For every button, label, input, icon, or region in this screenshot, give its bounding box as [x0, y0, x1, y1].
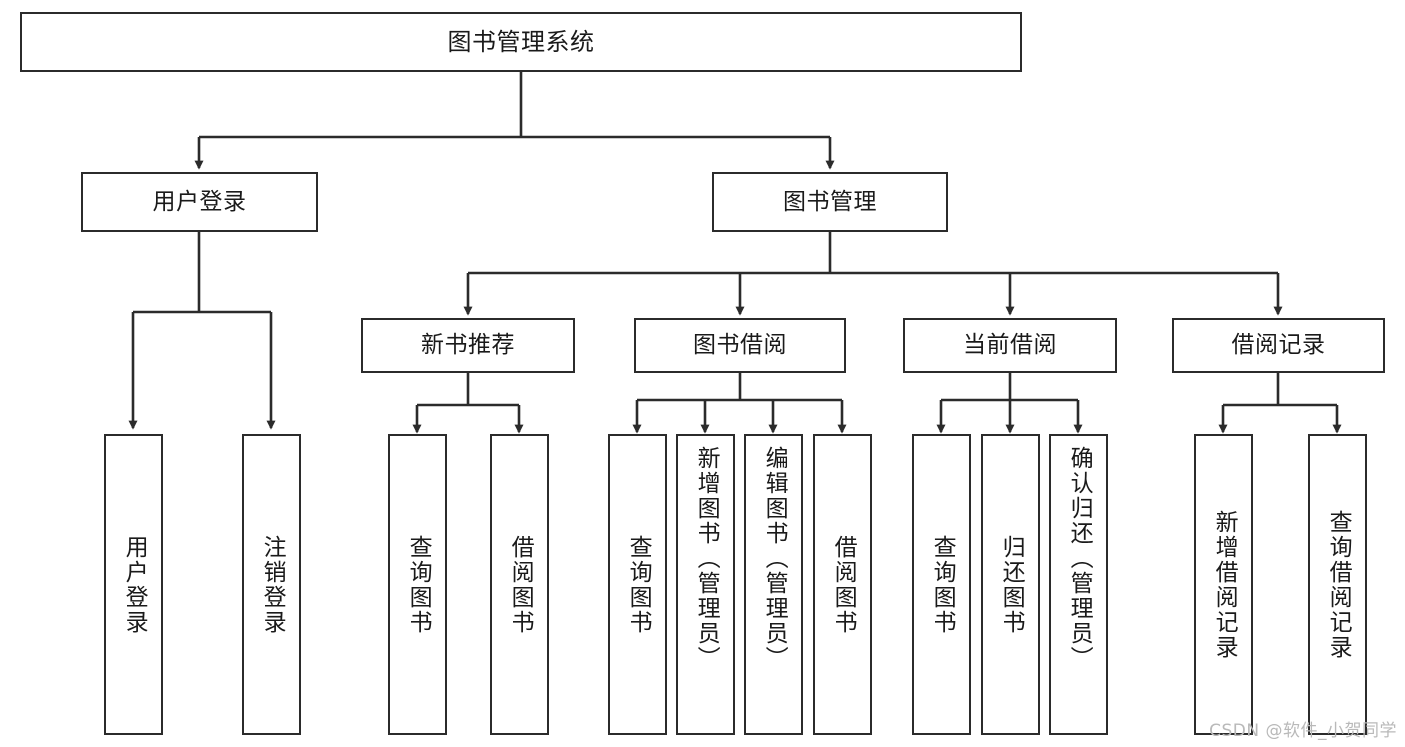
node-leaf-user-login[interactable]: 用户登录: [104, 434, 163, 735]
node-leaf-query-record[interactable]: 查询借阅记录: [1308, 434, 1367, 735]
node-label: 图书管理: [783, 188, 877, 215]
node-leaf-query-book-2[interactable]: 查询图书: [608, 434, 667, 735]
node-label: 查询图书: [625, 534, 652, 635]
csdn-watermark: CSDN @软件_小贺同学: [1209, 721, 1397, 741]
node-label: 新增图书（管理员）: [693, 446, 720, 671]
node-label: 用户登录: [121, 534, 148, 635]
node-user-login[interactable]: 用户登录: [81, 172, 318, 232]
node-leaf-add-record[interactable]: 新增借阅记录: [1194, 434, 1253, 735]
node-leaf-logout[interactable]: 注销登录: [242, 434, 301, 735]
node-label: 查询图书: [405, 534, 432, 635]
node-borrow-record[interactable]: 借阅记录: [1172, 318, 1385, 373]
node-leaf-edit-book[interactable]: 编辑图书（管理员）: [744, 434, 803, 735]
node-label: 查询图书: [929, 534, 956, 635]
node-current-borrow[interactable]: 当前借阅: [903, 318, 1117, 373]
node-root-system[interactable]: 图书管理系统: [20, 12, 1022, 72]
node-label: 借阅记录: [1231, 332, 1326, 359]
node-label: 图书管理系统: [447, 28, 595, 56]
node-label: 新书推荐: [421, 332, 515, 359]
node-new-book-recommend[interactable]: 新书推荐: [361, 318, 575, 373]
node-leaf-return-book[interactable]: 归还图书: [981, 434, 1040, 735]
node-leaf-query-book-1[interactable]: 查询图书: [388, 434, 447, 735]
node-book-management[interactable]: 图书管理: [712, 172, 948, 232]
node-label: 用户登录: [152, 188, 247, 215]
node-label: 图书借阅: [693, 332, 787, 359]
node-leaf-add-book[interactable]: 新增图书（管理员）: [676, 434, 735, 735]
node-label: 归还图书: [998, 534, 1025, 635]
node-label: 当前借阅: [963, 332, 1057, 359]
node-book-borrow[interactable]: 图书借阅: [634, 318, 846, 373]
node-label: 借阅图书: [830, 534, 857, 635]
node-leaf-query-book-3[interactable]: 查询图书: [912, 434, 971, 735]
node-label: 新增借阅记录: [1211, 509, 1238, 660]
node-label: 借阅图书: [507, 534, 534, 635]
node-label: 注销登录: [259, 534, 286, 635]
node-label: 编辑图书（管理员）: [761, 446, 788, 671]
node-label: 确认归还（管理员）: [1066, 446, 1093, 671]
node-leaf-confirm-return[interactable]: 确认归还（管理员）: [1049, 434, 1108, 735]
node-label: 查询借阅记录: [1325, 509, 1352, 660]
node-leaf-borrow-book-2[interactable]: 借阅图书: [813, 434, 872, 735]
node-leaf-borrow-book-1[interactable]: 借阅图书: [490, 434, 549, 735]
